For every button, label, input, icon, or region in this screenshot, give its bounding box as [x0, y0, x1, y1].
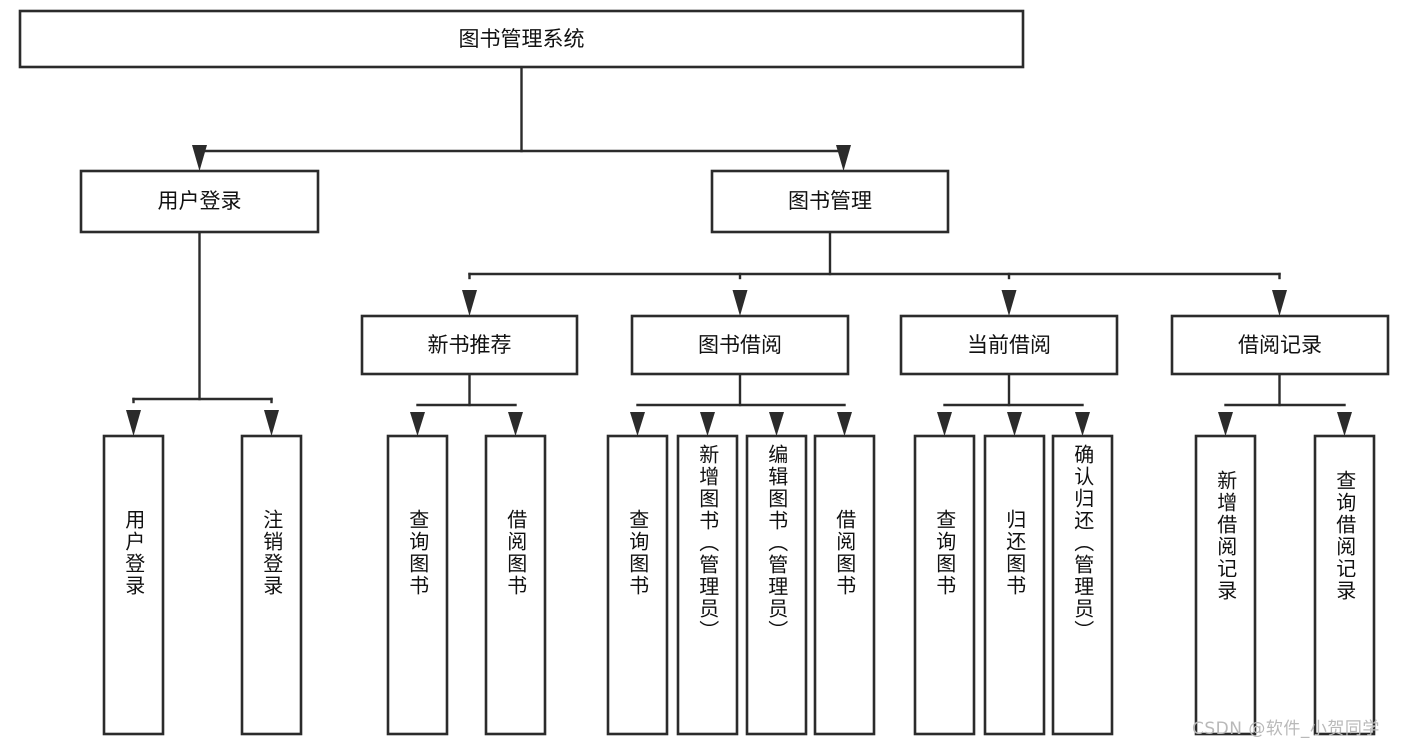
node-leaf-query-book-current-box[interactable] [913, 434, 976, 736]
connector-group-book-manage [462, 230, 1287, 316]
arrow-head-leaf-query-book-current [937, 412, 952, 436]
node-root-system[interactable]: 图书管理系统 [18, 9, 1025, 69]
node-current-borrow-label: 当前借阅 [967, 333, 1051, 357]
connector-group-borrow-record [1218, 372, 1352, 436]
arrow-head-leaf-add-borrow-record [1218, 412, 1233, 436]
arrow-head-leaf-query-book-rec [410, 412, 425, 436]
connector-group-current-borrow [937, 372, 1090, 436]
node-current-borrow[interactable]: 当前借阅 [899, 314, 1119, 376]
node-book-manage[interactable]: 图书管理 [710, 169, 950, 234]
node-leaf-borrow-book-box[interactable] [813, 434, 876, 736]
node-borrow-record[interactable]: 借阅记录 [1170, 314, 1390, 376]
arrow-head-leaf-borrow-book-rec [508, 412, 523, 436]
node-borrow-record-box[interactable] [1170, 314, 1390, 376]
node-leaf-user-login-box[interactable] [102, 434, 165, 736]
arrow-head-leaf-user-login [126, 410, 141, 436]
node-leaf-confirm-return-admin-box[interactable] [1051, 434, 1114, 736]
arrow-head-book-manage [836, 145, 851, 171]
connector-group-user-login [126, 230, 279, 436]
node-leaf-logout-login-box[interactable] [240, 434, 303, 736]
node-root-system-label: 图书管理系统 [459, 27, 585, 51]
arrow-head-borrow-record [1272, 290, 1287, 316]
connector-group-root [192, 65, 851, 171]
node-leaf-query-borrow-record-box[interactable] [1313, 434, 1376, 736]
arrow-head-leaf-return-book [1007, 412, 1022, 436]
node-leaf-query-book-borrow-box[interactable] [606, 434, 669, 736]
csdn-watermark: CSDN @软件_小贺同学 [1192, 719, 1380, 739]
node-leaf-add-book-admin-box[interactable] [676, 434, 739, 736]
node-leaf-add-borrow-record-box[interactable] [1194, 434, 1257, 736]
node-book-borrow-label: 图书借阅 [698, 333, 782, 357]
arrow-head-leaf-edit-book-admin [769, 412, 784, 436]
node-new-book-recommend-box[interactable] [360, 314, 579, 376]
node-book-manage-label: 图书管理 [788, 189, 872, 213]
arrow-head-leaf-query-book-borrow [630, 412, 645, 436]
node-book-borrow[interactable]: 图书借阅 [630, 314, 850, 376]
node-user-login[interactable]: 用户登录 [79, 169, 320, 234]
node-current-borrow-box[interactable] [899, 314, 1119, 376]
arrow-head-leaf-logout-login [264, 410, 279, 436]
node-new-book-recommend[interactable]: 新书推荐 [360, 314, 579, 376]
arrow-head-leaf-query-borrow-record [1337, 412, 1352, 436]
node-leaf-edit-book-admin-box[interactable] [745, 434, 808, 736]
node-leaf-borrow-book-rec-box[interactable] [484, 434, 547, 736]
node-leaf-return-book-box[interactable] [983, 434, 1046, 736]
connector-group-new-book-recommend [410, 372, 523, 436]
arrow-head-user-login [192, 145, 207, 171]
arrow-head-leaf-borrow-book [837, 412, 852, 436]
arrow-head-leaf-add-book-admin [700, 412, 715, 436]
node-user-login-label: 用户登录 [158, 189, 242, 213]
node-root-system-box[interactable] [18, 9, 1025, 69]
node-leaf-query-book-rec-box[interactable] [386, 434, 449, 736]
node-user-login-box[interactable] [79, 169, 320, 234]
connector-group-book-borrow [630, 372, 852, 436]
arrow-head-book-borrow [732, 290, 748, 316]
arrow-head-leaf-confirm-return-admin [1075, 412, 1090, 436]
arrow-head-new-book-recommend [462, 290, 477, 316]
arrow-head-current-borrow [1001, 290, 1017, 316]
node-book-borrow-box[interactable] [630, 314, 850, 376]
node-borrow-record-label: 借阅记录 [1238, 333, 1322, 357]
node-book-manage-box[interactable] [710, 169, 950, 234]
node-new-book-recommend-label: 新书推荐 [428, 333, 512, 357]
